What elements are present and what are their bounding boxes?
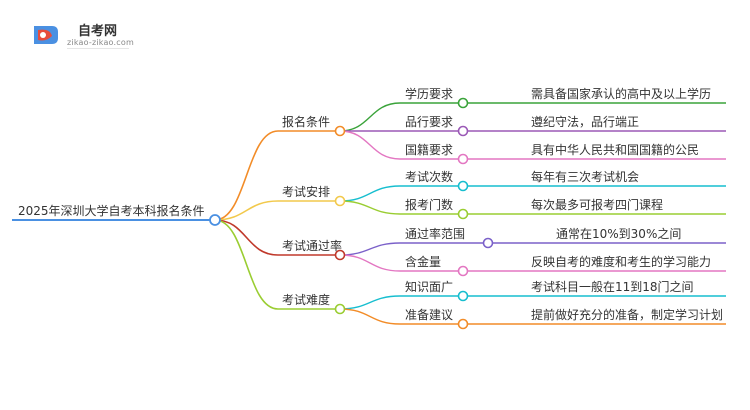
branch-node-dot [334,125,346,137]
child-node-dot [457,318,469,330]
child-node-dot [482,237,494,249]
child-connector [339,102,401,132]
child-connector [339,295,401,310]
branch-node-dot [334,249,346,261]
child-node-dot [457,180,469,192]
child-node-dot [457,125,469,137]
child-label: 准备建议 [405,308,453,322]
detail-text: 提前做好充分的准备，制定学习计划 [531,307,723,322]
branch-label: 考试难度 [282,292,330,307]
detail-text: 反映自考的难度和考生的学习能力 [531,254,711,269]
child-connector [339,185,401,202]
child-node-dot [457,265,469,277]
detail-text: 通常在10%到30%之间 [556,227,681,241]
logo-badge-icon [34,26,58,44]
root-node-dot [209,214,221,226]
child-connector [339,242,401,256]
child-label: 品行要求 [405,115,453,129]
child-label: 通过率范围 [405,226,465,241]
branch-label: 考试安排 [282,184,330,199]
brand-name: 自考网 [78,24,118,39]
child-label: 含金量 [405,254,441,269]
child-node-dot [457,97,469,109]
detail-text: 考试科目一般在11到18门之间 [531,279,694,294]
child-label: 知识面广 [405,280,453,294]
child-label: 考试次数 [405,169,453,184]
brand-domain: zikao-zikao.com [67,38,134,47]
detail-text: 具有中华人民共和国国籍的公民 [531,142,699,157]
child-node-dot [457,290,469,302]
branch-connector [214,130,279,221]
branch-node-dot [334,195,346,207]
child-label: 国籍要求 [405,142,453,157]
child-connector [339,130,401,160]
child-label: 报考门数 [405,197,453,212]
brand-divider [67,48,129,49]
child-node-dot [457,153,469,165]
branch-label: 报名条件 [282,114,330,129]
branch-node-dot [334,303,346,315]
branch-connector [214,200,279,221]
detail-text: 遵纪守法，品行端正 [531,114,639,129]
branch-label: 考试通过率 [282,238,342,253]
child-node-dot [457,208,469,220]
branch-connector [214,219,279,256]
detail-text: 需具备国家承认的高中及以上学历 [531,86,711,101]
child-label: 学历要求 [405,86,453,101]
branch-connector [214,219,279,310]
detail-text: 每年有三次考试机会 [531,169,639,184]
root-topic: 2025年深圳大学自考本科报名条件 [18,203,205,218]
child-connector [339,254,401,272]
child-connector [339,200,401,215]
child-connector [339,308,401,325]
detail-text: 每次最多可报考四门课程 [531,197,663,212]
